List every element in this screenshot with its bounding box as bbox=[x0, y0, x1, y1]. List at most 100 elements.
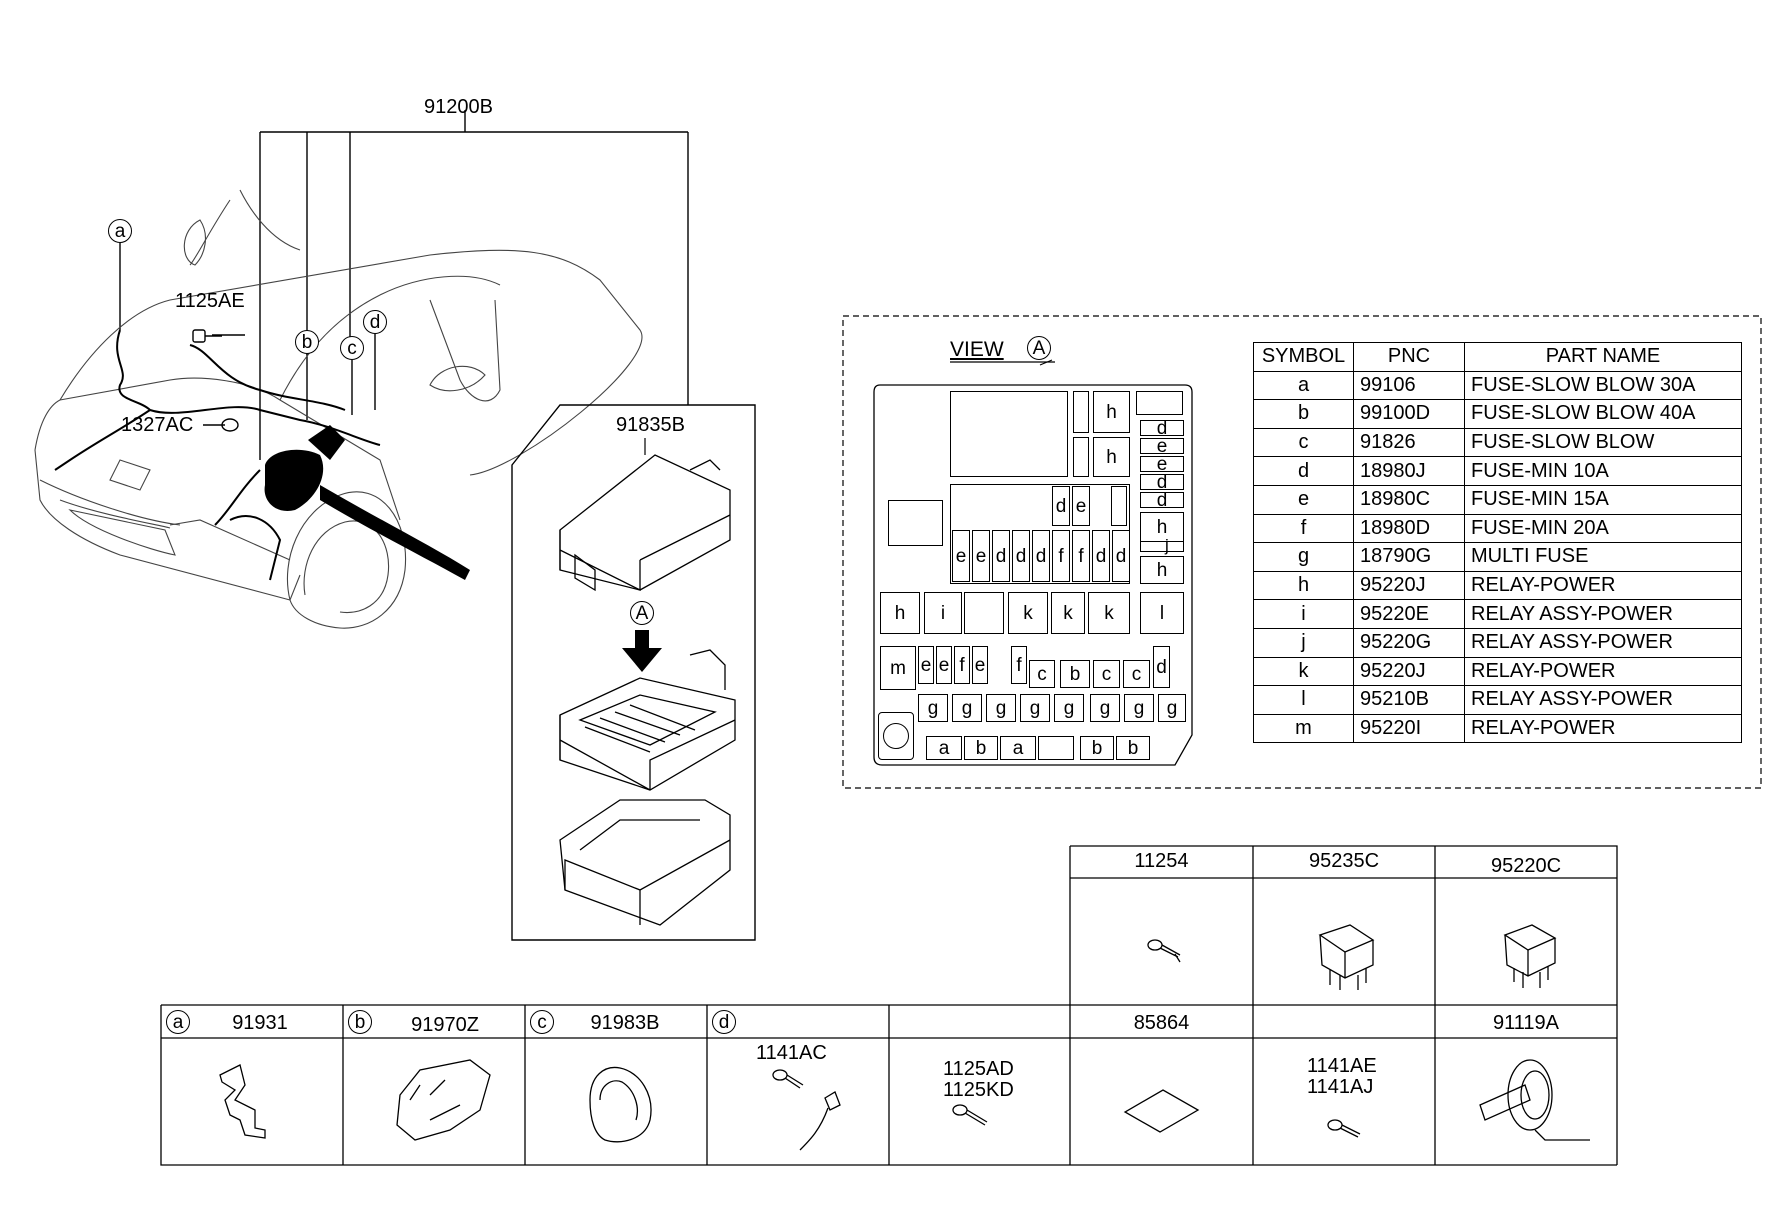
fuse-cell-h: h bbox=[1140, 512, 1184, 542]
fuse-cell-a: a bbox=[926, 736, 962, 760]
bolt-icon bbox=[192, 329, 239, 432]
header-symbol: SYMBOL bbox=[1253, 342, 1354, 372]
fuse-cell-d: d bbox=[1153, 646, 1170, 688]
fuse-cell-blank bbox=[950, 391, 1068, 477]
fuse-cell-blank bbox=[1136, 391, 1183, 415]
part-header-91970Z: 91970Z bbox=[411, 1014, 479, 1036]
fuse-cell-d: d bbox=[1012, 530, 1030, 582]
fuse-cell-h: h bbox=[1140, 556, 1184, 584]
grommet-icon-91983B bbox=[589, 1066, 652, 1143]
part-header-85864: 85864 bbox=[1133, 1012, 1190, 1034]
junction-box-label: 91835B bbox=[616, 414, 685, 436]
fuse-cell-g: g bbox=[918, 694, 948, 722]
bolt-1327AC-label: 1327AC bbox=[121, 414, 194, 436]
part-label-1125AD: 1125AD bbox=[943, 1058, 1014, 1080]
fuse-cell-d: d bbox=[1140, 473, 1184, 492]
parts-grid-lines bbox=[160, 845, 1618, 1166]
junction-box-panel-frame bbox=[511, 404, 756, 941]
part-label-1125KD: 1125KD bbox=[943, 1079, 1014, 1101]
relay-cell-k: k bbox=[1051, 592, 1085, 634]
row-symbol: h bbox=[1253, 570, 1354, 601]
fuse-cell-g: g bbox=[952, 694, 982, 722]
relay-cell-k: k bbox=[1008, 592, 1048, 634]
row-part-name: FUSE-MIN 20A bbox=[1464, 513, 1742, 544]
fuse-cell-j bbox=[1140, 542, 1184, 552]
vehicle-junction-box bbox=[264, 449, 324, 511]
junction-box-body bbox=[559, 649, 736, 791]
row-symbol: k bbox=[1253, 656, 1354, 687]
row-part-name: RELAY-POWER bbox=[1464, 570, 1742, 601]
row-symbol: m bbox=[1253, 713, 1354, 744]
row-pnc: 18980D bbox=[1353, 513, 1465, 544]
row-part-name: RELAY-POWER bbox=[1464, 713, 1742, 744]
part-header-95235C: 95235C bbox=[1308, 850, 1380, 872]
bolt-icon-1125AD bbox=[952, 1104, 988, 1126]
fuse-cell-h: h bbox=[1093, 437, 1130, 477]
junction-box-cover bbox=[559, 454, 731, 592]
fuse-cell-f: f bbox=[954, 646, 970, 684]
fuse-cell-c: c bbox=[1123, 660, 1150, 688]
fuse-cell-h: h bbox=[1093, 391, 1130, 433]
relay-cell-l: l bbox=[1140, 592, 1184, 634]
fuse-cell-e: e bbox=[952, 530, 970, 582]
row-symbol: c bbox=[1253, 427, 1354, 458]
row-symbol: b bbox=[1253, 399, 1354, 429]
fuse-cell-f: f bbox=[1052, 530, 1070, 582]
row-part-name: RELAY ASSY-POWER bbox=[1464, 685, 1742, 715]
relay-icon-95220C bbox=[1503, 924, 1557, 988]
row-part-name: RELAY-POWER bbox=[1464, 656, 1742, 687]
relay-cell-blank bbox=[964, 592, 1004, 634]
fuse-cell-blank bbox=[1073, 391, 1089, 433]
fuse-cell-e: e bbox=[936, 646, 952, 684]
fuse-cell-e: e bbox=[972, 646, 988, 684]
row-pnc: 18980C bbox=[1353, 484, 1465, 515]
row-symbol: l bbox=[1253, 685, 1354, 715]
bolt-1125AE-label: 1125AE bbox=[175, 290, 245, 312]
row-pnc: 95220I bbox=[1353, 713, 1465, 744]
fuse-cell-e: e bbox=[918, 646, 934, 684]
part-callout-a: a bbox=[166, 1010, 190, 1034]
fuse-cell-blank bbox=[1111, 486, 1127, 526]
vehicle-outline bbox=[34, 189, 643, 629]
row-pnc: 95220E bbox=[1353, 599, 1465, 629]
fuse-cell-blank bbox=[1073, 437, 1089, 477]
fuse-cell-c: c bbox=[1093, 660, 1120, 688]
pad-icon-85864 bbox=[1123, 1089, 1200, 1133]
part-header-91931: 91931 bbox=[232, 1012, 288, 1034]
row-part-name: RELAY ASSY-POWER bbox=[1464, 627, 1742, 658]
part-label-1141AJ: 1141AJ bbox=[1307, 1076, 1374, 1098]
fuse-cell-g: g bbox=[986, 694, 1016, 722]
junction-box-lower-cover bbox=[559, 799, 731, 926]
fuse-cell-j-label: j bbox=[1165, 536, 1169, 555]
fuse-cell-blank bbox=[888, 500, 943, 546]
fuse-cell-a: a bbox=[1000, 736, 1036, 760]
callout-d: d bbox=[363, 310, 387, 334]
fuse-cell-g: g bbox=[1158, 694, 1186, 722]
callout-b: b bbox=[295, 330, 319, 354]
header-pnc: PNC bbox=[1353, 342, 1465, 372]
fuse-cell-b: b bbox=[1080, 736, 1114, 760]
fuse-box-outline bbox=[873, 384, 1193, 766]
row-part-name: FUSE-SLOW BLOW 30A bbox=[1464, 370, 1742, 401]
row-pnc: 99106 bbox=[1353, 370, 1465, 401]
row-part-name: FUSE-MIN 10A bbox=[1464, 456, 1742, 486]
part-label-1141AE: 1141AE bbox=[1307, 1055, 1377, 1077]
bolt-icon-11254 bbox=[1147, 939, 1181, 963]
fuse-cell-f: f bbox=[1072, 530, 1090, 582]
fuse-cell-b: b bbox=[1116, 736, 1150, 760]
harness-sweep bbox=[320, 485, 470, 580]
row-part-name: RELAY ASSY-POWER bbox=[1464, 599, 1742, 629]
fuse-cell-g: g bbox=[1124, 694, 1154, 722]
fuse-cell-e: e bbox=[1140, 455, 1184, 474]
relay-cell-m: m bbox=[880, 646, 916, 690]
row-pnc: 99100D bbox=[1353, 399, 1465, 429]
fuse-cell-d: d bbox=[1112, 530, 1130, 582]
fuse-cell-d: d bbox=[1032, 530, 1050, 582]
fuse-cell-d: d bbox=[1092, 530, 1110, 582]
view-a-frame bbox=[842, 315, 1762, 789]
